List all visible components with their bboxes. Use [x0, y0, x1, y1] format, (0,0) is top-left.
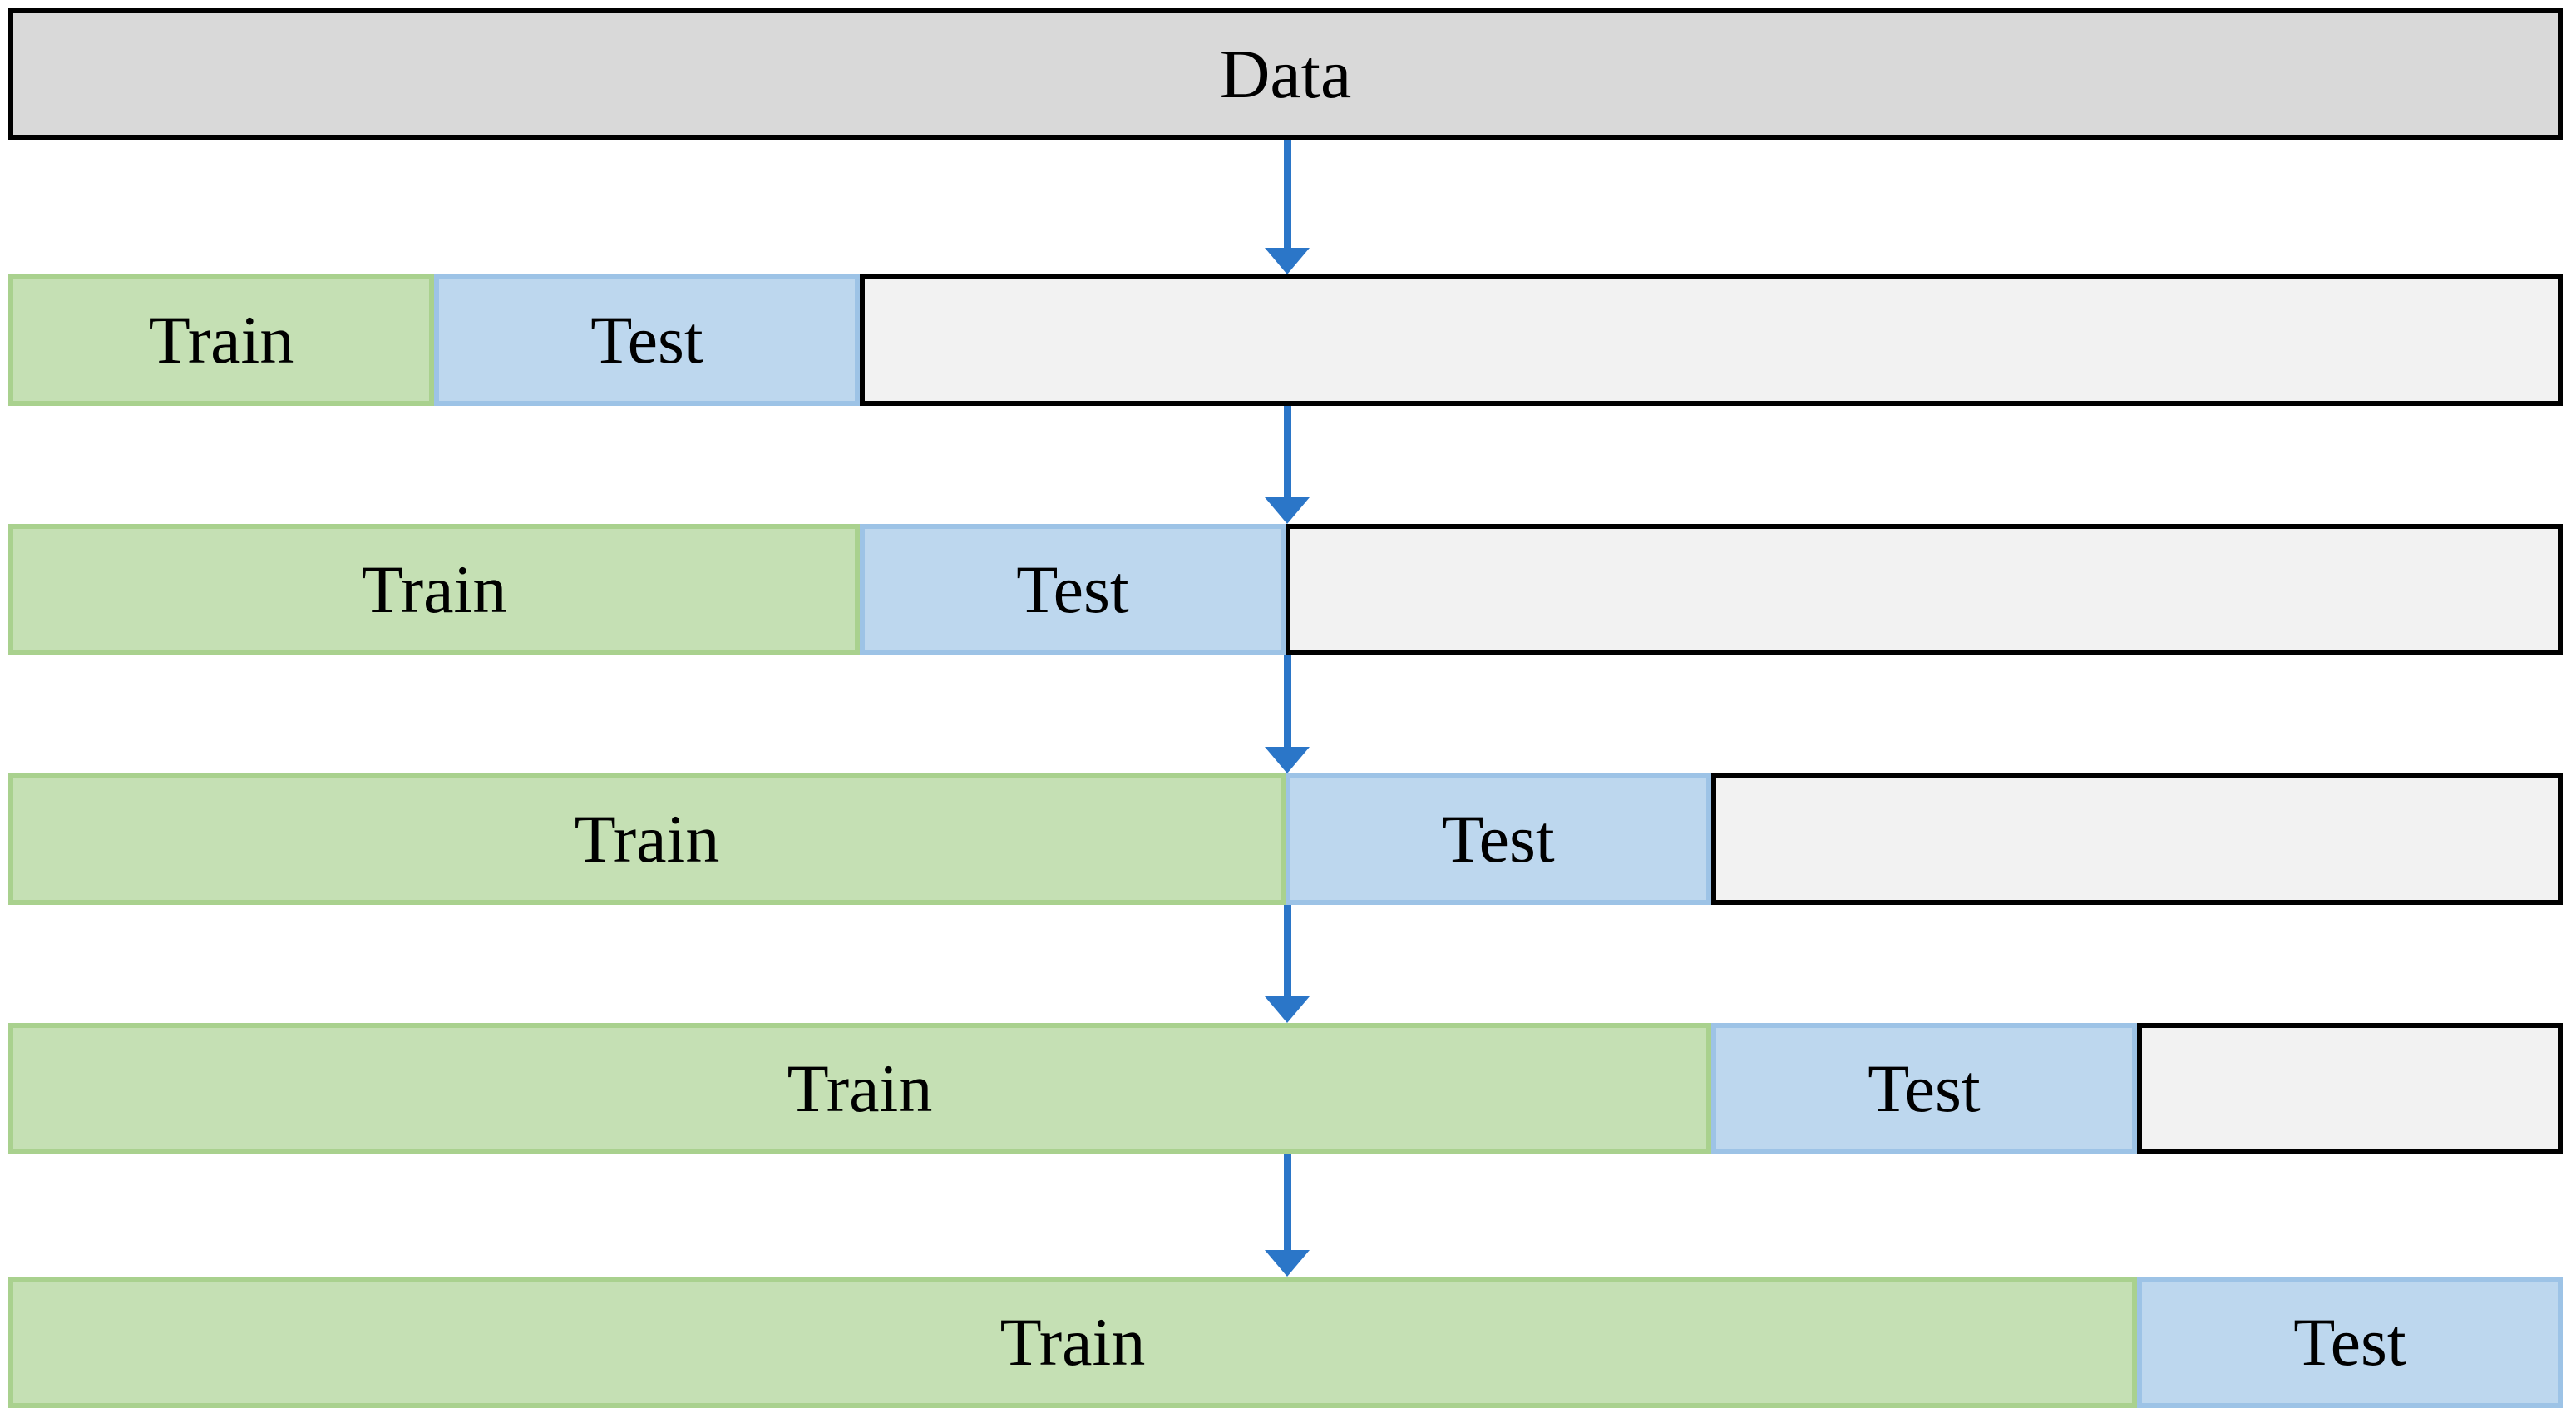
test-segment: Test	[2136, 1277, 2563, 1408]
data-bar: Data	[8, 8, 2563, 140]
arrow-shaft	[1284, 905, 1291, 998]
train-segment: Train	[8, 274, 434, 406]
fold-row-1: Train Test	[8, 274, 2563, 406]
test-label: Test	[1868, 1050, 1981, 1126]
test-label: Test	[1442, 801, 1555, 877]
arrow-head-icon	[1265, 996, 1310, 1023]
train-segment: Train	[8, 1277, 2137, 1408]
down-arrow-connector	[1265, 406, 1310, 524]
test-label: Test	[2293, 1304, 2406, 1380]
fold-row-3: Train Test	[8, 773, 2563, 905]
arrow-head-icon	[1265, 497, 1310, 524]
down-arrow-connector	[1265, 1154, 1310, 1277]
train-segment: Train	[8, 524, 860, 655]
remainder-segment	[2137, 1023, 2563, 1154]
arrow-head-icon	[1265, 248, 1310, 274]
test-label: Test	[590, 302, 703, 378]
remainder-segment	[1285, 524, 2563, 655]
arrow-shaft	[1284, 140, 1291, 250]
train-label: Train	[999, 1304, 1146, 1380]
train-label: Train	[787, 1050, 933, 1126]
fold-row-4: Train Test	[8, 1023, 2563, 1154]
arrow-head-icon	[1265, 1250, 1310, 1277]
fold-row-5: Train Test	[8, 1277, 2563, 1408]
remainder-segment	[1711, 773, 2563, 905]
test-segment: Test	[859, 524, 1286, 655]
test-segment: Test	[1711, 1023, 2137, 1154]
test-label: Test	[1016, 551, 1129, 627]
train-segment: Train	[8, 773, 1286, 905]
arrow-shaft	[1284, 406, 1291, 499]
arrow-shaft	[1284, 1154, 1291, 1252]
train-label: Train	[148, 302, 294, 378]
test-segment: Test	[1286, 773, 1711, 905]
fold-row-2: Train Test	[8, 524, 2563, 655]
data-bar-label: Data	[1219, 35, 1352, 113]
train-label: Train	[574, 801, 720, 877]
down-arrow-connector	[1265, 655, 1310, 773]
down-arrow-connector	[1265, 905, 1310, 1023]
arrow-shaft	[1284, 655, 1291, 749]
down-arrow-connector	[1265, 140, 1310, 274]
arrow-head-icon	[1265, 747, 1310, 773]
train-label: Train	[361, 551, 507, 627]
test-segment: Test	[434, 274, 860, 406]
remainder-segment	[860, 274, 2563, 406]
train-segment: Train	[8, 1023, 1711, 1154]
